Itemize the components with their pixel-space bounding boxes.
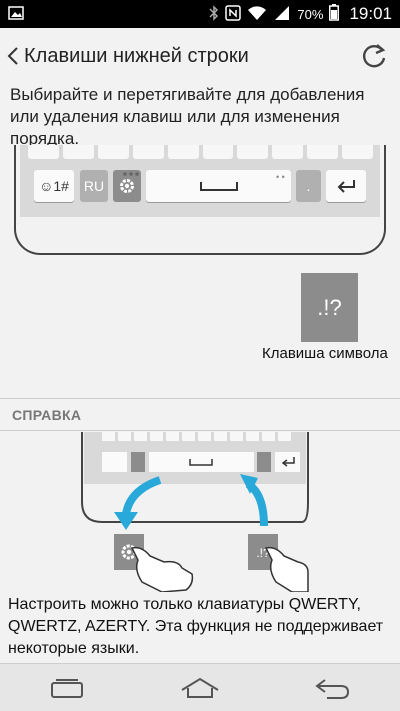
image-icon: [8, 5, 24, 23]
keyboard-top-row: [28, 145, 374, 159]
help-illustration: .!?: [80, 432, 310, 593]
key: [342, 145, 374, 159]
key: [62, 145, 94, 159]
symbol-key-caption: Клавиша символа: [262, 345, 388, 362]
period-key[interactable]: .: [296, 170, 321, 202]
key: [272, 145, 304, 159]
language-key[interactable]: RU: [80, 170, 108, 202]
symbol-key-tile[interactable]: .!?: [301, 273, 358, 342]
enter-icon: [337, 180, 355, 193]
status-bar: 70% 19:01: [0, 0, 400, 28]
recent-apps-icon[interactable]: [37, 668, 97, 708]
home-icon[interactable]: [170, 668, 230, 708]
key: [97, 145, 129, 159]
battery-percent: 70%: [297, 6, 324, 22]
wifi-icon: [247, 5, 267, 24]
help-section-header: СПРАВКА: [12, 407, 82, 423]
more-dots-icon: [122, 164, 140, 176]
gear-icon: [120, 179, 134, 193]
key: [132, 145, 164, 159]
nfc-icon: [225, 4, 242, 24]
key: [28, 145, 59, 159]
key: [237, 145, 269, 159]
emoji-numbers-key[interactable]: ☺1#: [34, 170, 74, 202]
help-description: Настроить можно только клавиатуры QWERTY…: [8, 596, 384, 657]
space-icon: [199, 182, 238, 191]
navigation-bar: [0, 663, 400, 711]
back-icon[interactable]: [303, 668, 363, 708]
page-title: Клавиши нижней строки: [24, 44, 249, 67]
enter-key[interactable]: [326, 170, 366, 202]
bluetooth-icon: [209, 4, 219, 24]
action-bar: Клавиши нижней строки: [0, 28, 400, 84]
key: [307, 145, 339, 159]
clock: 19:01: [349, 4, 392, 23]
chevron-left-icon[interactable]: [2, 36, 24, 76]
refresh-icon[interactable]: [350, 32, 398, 80]
signal-icon: [273, 5, 291, 24]
key: [167, 145, 199, 159]
divider: [0, 430, 400, 431]
spacebar-corner-dots: • •: [276, 172, 285, 182]
divider: [0, 398, 400, 399]
spacebar-key[interactable]: [146, 170, 291, 202]
battery-icon: [329, 4, 340, 24]
key: [202, 145, 234, 159]
instruction-text: Выбирайте и перетягивайте для добавления…: [10, 85, 365, 148]
